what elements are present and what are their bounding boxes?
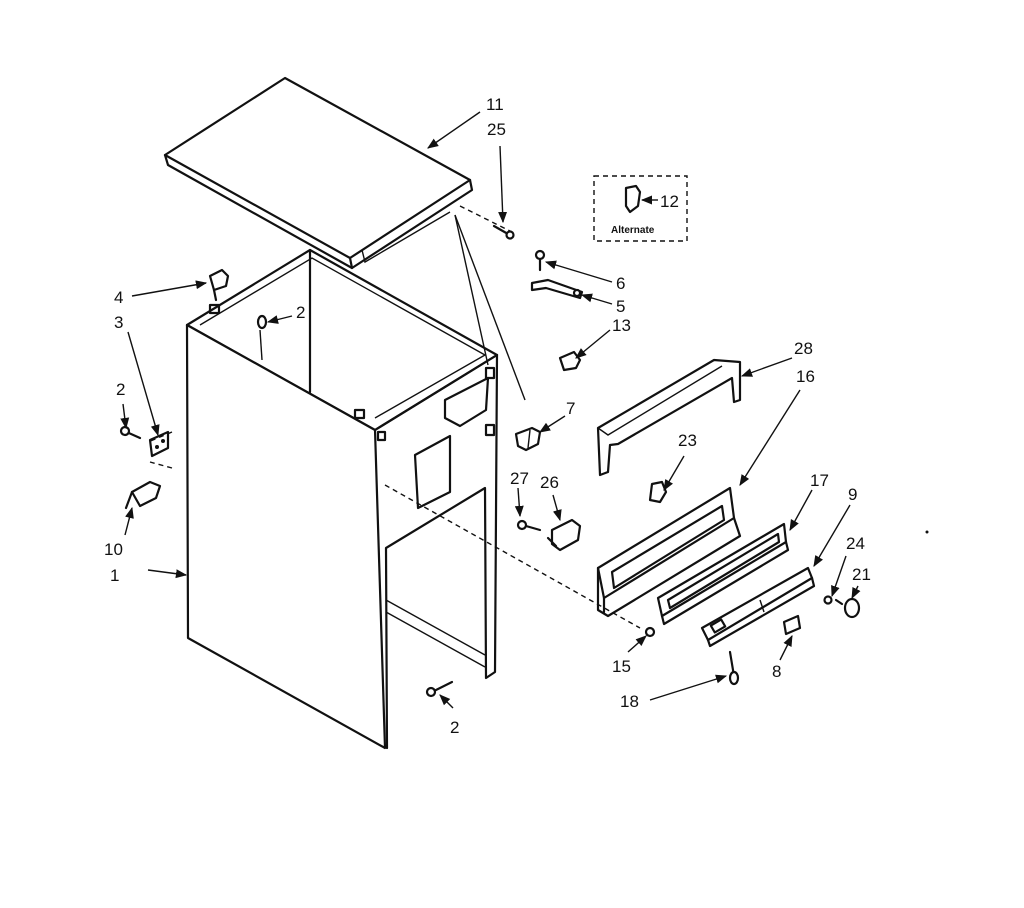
callout-7: 7 bbox=[566, 399, 575, 418]
callout-25: 25 bbox=[487, 120, 506, 139]
callout-21: 21 bbox=[852, 565, 871, 584]
callout-26: 26 bbox=[540, 473, 559, 492]
callout-4: 4 bbox=[114, 288, 123, 307]
clip-part-23 bbox=[648, 480, 668, 504]
knob-part-13 bbox=[558, 350, 582, 372]
knob-part-21 bbox=[834, 597, 861, 619]
screw-15 bbox=[644, 626, 656, 638]
callout-labels: 1 4 3 2 10 2 2 11 25 12 Alternate 6 5 13… bbox=[104, 95, 871, 737]
cabinet bbox=[185, 248, 499, 750]
callout-2-inner: 2 bbox=[296, 303, 305, 322]
callout-11: 11 bbox=[486, 95, 504, 114]
speck-mark bbox=[925, 530, 929, 534]
callout-12: 12 bbox=[660, 192, 679, 211]
top-panel bbox=[163, 76, 474, 270]
callout-9: 9 bbox=[848, 485, 857, 504]
callout-23: 23 bbox=[678, 431, 697, 450]
screw-6 bbox=[534, 249, 546, 272]
switch-part-7 bbox=[514, 426, 542, 452]
callout-2-left: 2 bbox=[116, 380, 125, 399]
screw-2-inner bbox=[256, 314, 268, 330]
knob-part-24 bbox=[823, 595, 833, 605]
hinge-part-10 bbox=[124, 480, 162, 510]
callout-18: 18 bbox=[620, 692, 639, 711]
callout-6: 6 bbox=[616, 274, 625, 293]
callout-5: 5 bbox=[616, 297, 625, 316]
callout-2-bottom: 2 bbox=[450, 718, 459, 737]
alternate-label: Alternate bbox=[611, 225, 655, 236]
control-panel-9 bbox=[700, 566, 816, 648]
callout-13: 13 bbox=[612, 316, 631, 335]
callout-1: 1 bbox=[110, 566, 119, 585]
bracket-part-3 bbox=[148, 430, 170, 458]
alternate-box bbox=[593, 175, 688, 242]
callout-10: 10 bbox=[104, 540, 123, 559]
callout-28: 28 bbox=[794, 339, 813, 358]
callout-27: 27 bbox=[510, 469, 529, 488]
clip-part-4 bbox=[208, 268, 230, 302]
screw-2-bottom bbox=[425, 680, 454, 698]
callout-15: 15 bbox=[612, 657, 631, 676]
callout-17: 17 bbox=[810, 471, 829, 490]
screw-2-left bbox=[119, 425, 142, 440]
trim-part-28 bbox=[596, 358, 742, 477]
callout-24: 24 bbox=[846, 534, 865, 553]
screw-27 bbox=[516, 519, 542, 532]
callout-3: 3 bbox=[114, 313, 123, 332]
bracket-part-5 bbox=[530, 278, 584, 300]
leader-lines bbox=[120, 111, 861, 709]
badge-part-8 bbox=[782, 614, 802, 636]
screw-18 bbox=[728, 650, 740, 686]
switch-part-26 bbox=[546, 518, 582, 552]
panel-frame-16 bbox=[596, 486, 742, 618]
panel-part-17 bbox=[656, 522, 790, 626]
callout-8: 8 bbox=[772, 662, 781, 681]
callout-16: 16 bbox=[796, 367, 815, 386]
screw-25 bbox=[492, 224, 515, 240]
